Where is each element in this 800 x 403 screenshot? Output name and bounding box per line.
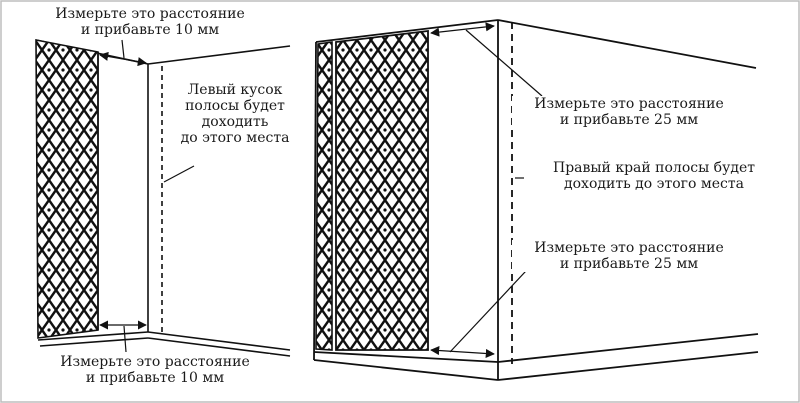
left-bottom-label-line-1: Измерьте это расстояние <box>60 354 250 370</box>
right-top-label-line-2: и прибавьте 25 мм <box>559 112 699 128</box>
left-floor-line-right <box>147 331 291 351</box>
left-middle-leader <box>163 165 195 183</box>
right-wallpaper-strip <box>335 29 429 351</box>
right-floor-line-left <box>313 351 499 363</box>
left-bottom-leader <box>123 325 127 353</box>
right-middle-label: Правый край полосы будет доходить до это… <box>524 160 784 192</box>
left-middle-label: Левый кусок полосы будет доходить до это… <box>168 82 302 146</box>
left-middle-label-line-2: полосы будет <box>185 98 285 114</box>
left-middle-label-line-3: доходить <box>201 114 269 130</box>
right-top-leader <box>465 29 543 97</box>
left-middle-label-line-4: до этого места <box>180 130 290 146</box>
right-ceiling-line-right <box>497 19 757 69</box>
right-bottom-label-line-2: и прибавьте 25 мм <box>559 256 699 272</box>
left-wallpaper-strip <box>35 39 99 339</box>
left-middle-label-line-1: Левый кусок <box>187 82 283 98</box>
right-baseboard-right <box>497 351 759 381</box>
right-bottom-leader <box>449 255 541 353</box>
left-top-dimension-arrow <box>99 51 147 67</box>
right-baseboard-left <box>313 359 499 381</box>
right-middle-label-line-1: Правый край полосы будет <box>553 160 755 176</box>
left-bottom-label-line-2: и прибавьте 10 мм <box>85 370 225 386</box>
right-wall <box>313 19 759 381</box>
left-top-label: Измерьте это расстояние и прибавьте 10 м… <box>38 6 262 38</box>
left-baseboard-left <box>39 337 149 347</box>
right-top-label: Измерьте это расстояние и прибавьте 25 м… <box>512 96 746 128</box>
left-floor-line-left <box>37 331 149 341</box>
right-top-dimension-arrow <box>430 22 495 37</box>
right-bottom-label: Измерьте это расстояние и прибавьте 25 м… <box>512 240 746 272</box>
right-floor-line-right <box>497 333 759 363</box>
right-wall-left-edge <box>313 41 317 361</box>
left-top-leader <box>121 39 125 59</box>
right-bottom-label-line-1: Измерьте это расстояние <box>534 240 724 256</box>
left-top-label-line-1: Измерьте это расстояние <box>55 6 245 22</box>
right-bottom-dimension-arrow <box>430 345 495 359</box>
right-narrow-wallpaper-strip <box>315 41 333 351</box>
left-top-label-line-2: и прибавьте 10 мм <box>80 22 220 38</box>
left-bottom-label: Измерьте это расстояние и прибавьте 10 м… <box>40 354 270 386</box>
left-baseboard-right <box>147 337 291 357</box>
left-ceiling-line-right <box>147 45 291 65</box>
right-top-label-line-1: Измерьте это расстояние <box>534 96 724 112</box>
right-middle-label-line-2: доходить до этого места <box>564 176 744 192</box>
